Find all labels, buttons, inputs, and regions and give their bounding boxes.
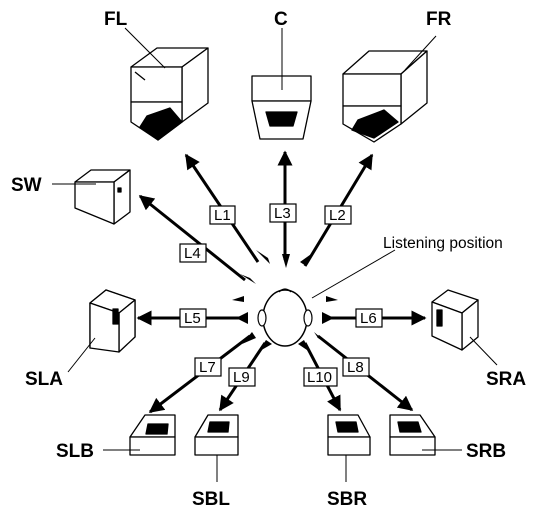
distance-l10: L10 (307, 369, 332, 386)
distance-box-l1: L1 (209, 205, 236, 225)
speaker-sla-icon (89, 289, 136, 353)
distance-l3: L3 (274, 205, 291, 222)
label-c: C (274, 9, 288, 30)
speaker-sbl-icon (194, 414, 239, 456)
label-fl: FL (104, 9, 128, 30)
label-sla: SLA (25, 369, 63, 390)
label-sra: SRA (486, 369, 526, 390)
distance-box-l7: L7 (194, 357, 222, 377)
distance-l9: L9 (233, 369, 250, 386)
distance-l2: L2 (329, 207, 346, 224)
listening-position-pointer (311, 249, 396, 299)
distance-box-l3: L3 (269, 203, 297, 223)
label-slb: SLB (56, 441, 94, 462)
distance-l8: L8 (347, 359, 364, 376)
speaker-c-icon (251, 75, 312, 140)
speaker-sbr-icon (327, 414, 371, 456)
distance-box-l4: L4 (179, 243, 207, 263)
speaker-fl-icon (130, 47, 209, 141)
listening-position-label: Listening position (383, 235, 503, 252)
listener-wedges (232, 250, 338, 352)
distance-l4: L4 (184, 245, 201, 262)
distance-l7: L7 (199, 359, 216, 376)
distance-box-l2: L2 (324, 205, 352, 225)
fr-leader (404, 35, 437, 71)
speaker-slb-icon (129, 414, 176, 456)
speaker-sw-icon (74, 169, 131, 225)
label-sbl: SBL (192, 489, 230, 510)
sra-leader (469, 336, 498, 366)
distance-box-l5: L5 (179, 308, 207, 328)
distance-l5: L5 (184, 310, 201, 327)
distance-l1: L1 (214, 207, 231, 224)
distance-box-l8: L8 (342, 357, 370, 377)
arrow-l4 (138, 194, 246, 282)
speaker-fr-icon (342, 50, 428, 143)
fl-leader (124, 27, 166, 69)
speaker-srb-icon (389, 414, 436, 456)
label-sw: SW (11, 175, 42, 196)
listener-head (257, 288, 313, 347)
distance-l6: L6 (360, 310, 377, 327)
sla-leader (67, 337, 96, 373)
distance-arrows (136, 150, 427, 414)
speaker-sra-icon (431, 289, 479, 351)
distance-box-l10: L10 (303, 367, 338, 387)
distance-box-l9: L9 (228, 367, 256, 387)
distance-box-l6: L6 (355, 308, 383, 328)
label-fr: FR (426, 9, 452, 30)
label-sbr: SBR (327, 489, 367, 510)
label-srb: SRB (466, 441, 506, 462)
